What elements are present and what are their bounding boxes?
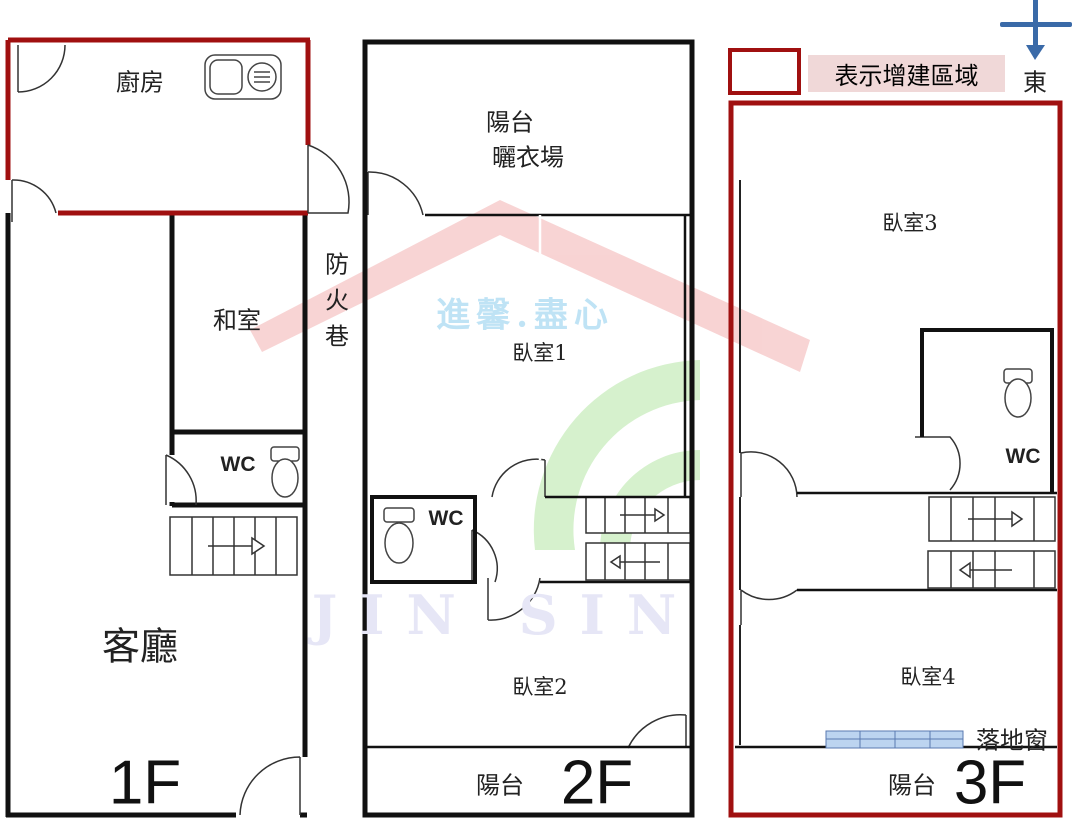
- room-washitsu: 和室: [213, 306, 261, 335]
- compass-icon: [1000, 0, 1072, 60]
- room-balcony-2f: 陽台: [476, 771, 524, 800]
- compass-east-label: 東: [1023, 68, 1047, 97]
- fixtures: [204, 54, 1033, 564]
- watermark-latin: JIN SIN: [311, 583, 699, 647]
- floor-title-3f: 3F: [953, 748, 1027, 818]
- floor2-walls: [362, 39, 695, 818]
- room-kitchen: 廚房: [116, 68, 164, 97]
- room-bedroom3: 臥室3: [882, 211, 938, 235]
- doors: [11, 44, 961, 816]
- room-balcony-3f: 陽台: [888, 771, 936, 800]
- room-balcony-top-2f: 陽台: [486, 108, 534, 137]
- stairs: [169, 496, 1056, 589]
- alley-label-2: 火: [325, 286, 349, 315]
- watermark-chinese: 進馨.盡心: [436, 295, 614, 336]
- room-wc-2f: WC: [428, 507, 464, 530]
- legend-label: 表示增建區域: [808, 55, 1005, 92]
- room-bedroom4: 臥室4: [900, 665, 956, 689]
- room-living: 客廳: [101, 624, 179, 669]
- floor-title-2f: 2F: [560, 748, 634, 818]
- room-laundry: 曬衣場: [492, 143, 564, 172]
- window-label: 落地窗: [976, 726, 1048, 755]
- room-wc-3f: WC: [1005, 445, 1041, 468]
- floor1-walls: [5, 213, 308, 818]
- room-wc-1f: WC: [220, 453, 256, 476]
- floor1-extension: [5, 37, 311, 216]
- legend-swatch: [728, 48, 801, 95]
- floor-title-1f: 1F: [108, 748, 182, 818]
- room-bedroom1: 臥室1: [512, 341, 568, 365]
- window-icon: [825, 730, 964, 749]
- room-bedroom2: 臥室2: [512, 675, 568, 699]
- alley-label-3: 巷: [325, 322, 349, 351]
- alley-label-1: 防: [325, 250, 349, 279]
